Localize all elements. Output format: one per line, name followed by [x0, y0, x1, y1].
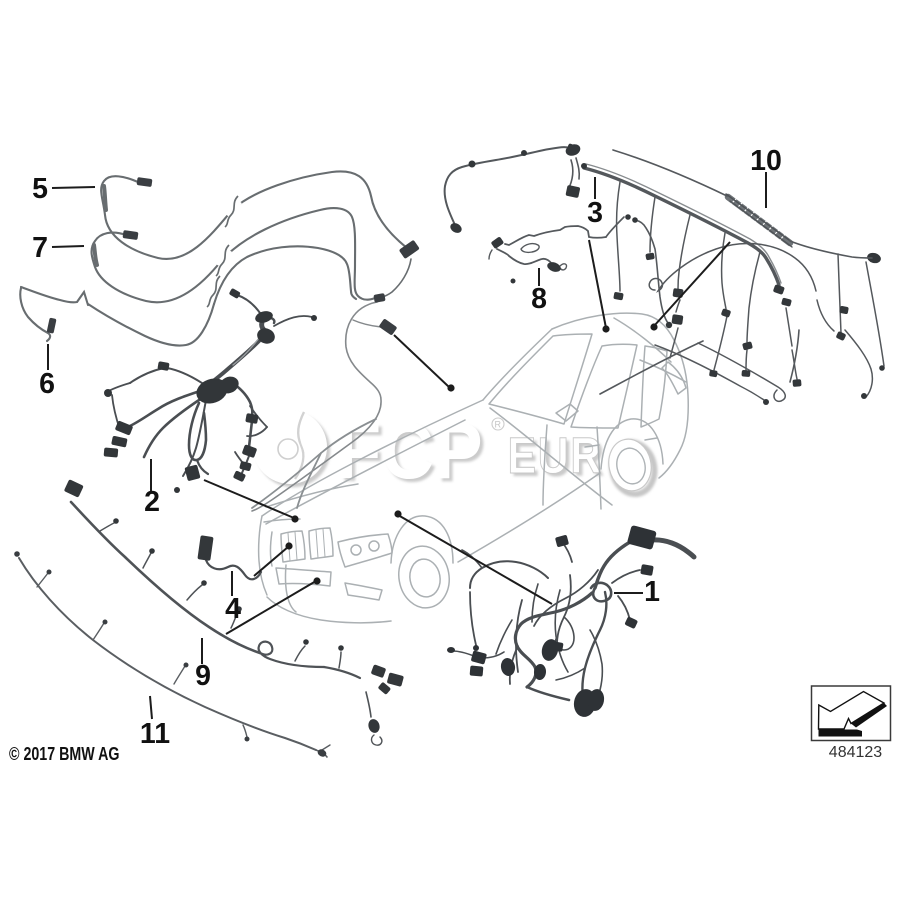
svg-text:EUR: EUR — [508, 426, 603, 483]
svg-text:6: 6 — [39, 368, 55, 400]
svg-text:9: 9 — [195, 660, 211, 692]
svg-text:© 2017 BMW AG: © 2017 BMW AG — [9, 744, 119, 764]
svg-text:2: 2 — [144, 486, 160, 518]
svg-text:1: 1 — [644, 576, 660, 608]
svg-text:3: 3 — [587, 197, 603, 229]
svg-text:484123: 484123 — [829, 744, 882, 761]
svg-text:8: 8 — [531, 283, 547, 315]
svg-text:FCP: FCP — [337, 407, 483, 495]
svg-text:5: 5 — [32, 173, 48, 205]
svg-text:10: 10 — [750, 145, 782, 177]
svg-text:EUR: EUR — [511, 430, 606, 487]
svg-text:7: 7 — [32, 232, 48, 264]
svg-text:R: R — [495, 420, 502, 430]
svg-text:4: 4 — [225, 593, 241, 625]
svg-text:11: 11 — [140, 718, 170, 750]
